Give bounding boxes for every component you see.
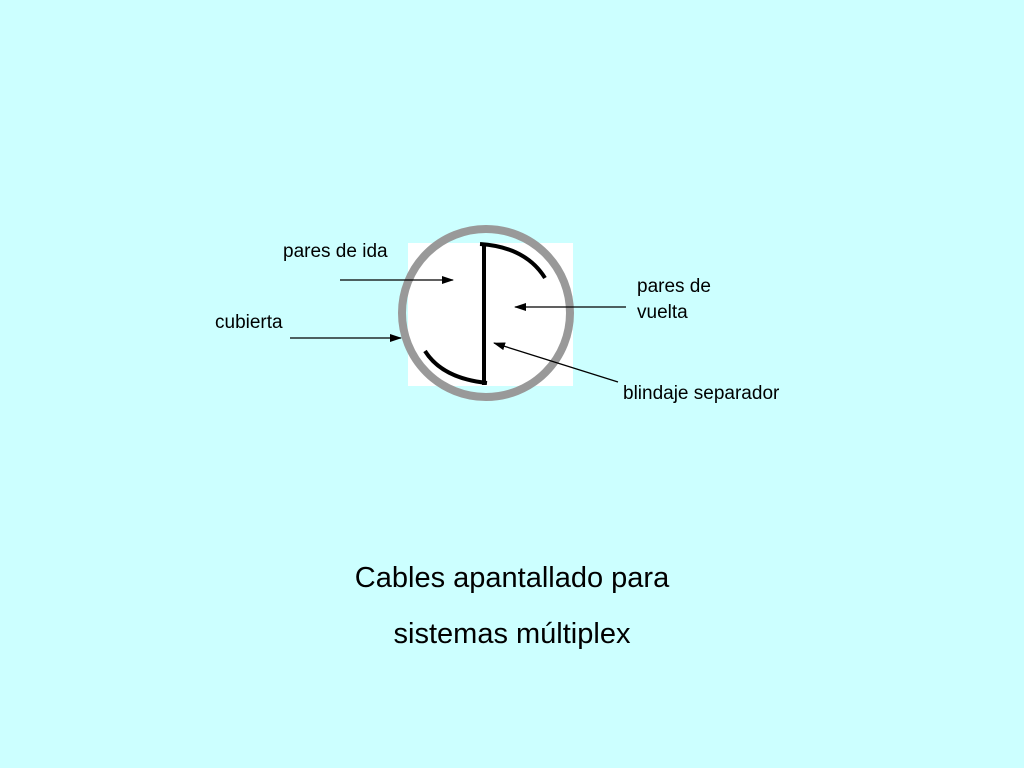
shield-arc-upper (479, 242, 547, 280)
arrow-blindaje-separador (493, 342, 619, 383)
caption-line2: sistemas múltiplex (393, 618, 631, 650)
label-pares-de-vuelta-line2: vuelta (637, 302, 688, 323)
label-pares-de-ida: pares de ida (283, 241, 388, 262)
label-cubierta: cubierta (215, 312, 283, 333)
label-blindaje-separador: blindaje separador (623, 383, 780, 404)
slide-caption: Cables apantallado para sistemas múltipl… (212, 550, 812, 662)
cable-jacket-ring (398, 225, 574, 401)
label-pares-de-vuelta-line1: pares de (637, 276, 711, 297)
shield-arc-lower (423, 349, 488, 385)
label-pares-de-vuelta: pares de vuelta (637, 274, 747, 326)
caption-line1: Cables apantallado para (354, 562, 670, 594)
